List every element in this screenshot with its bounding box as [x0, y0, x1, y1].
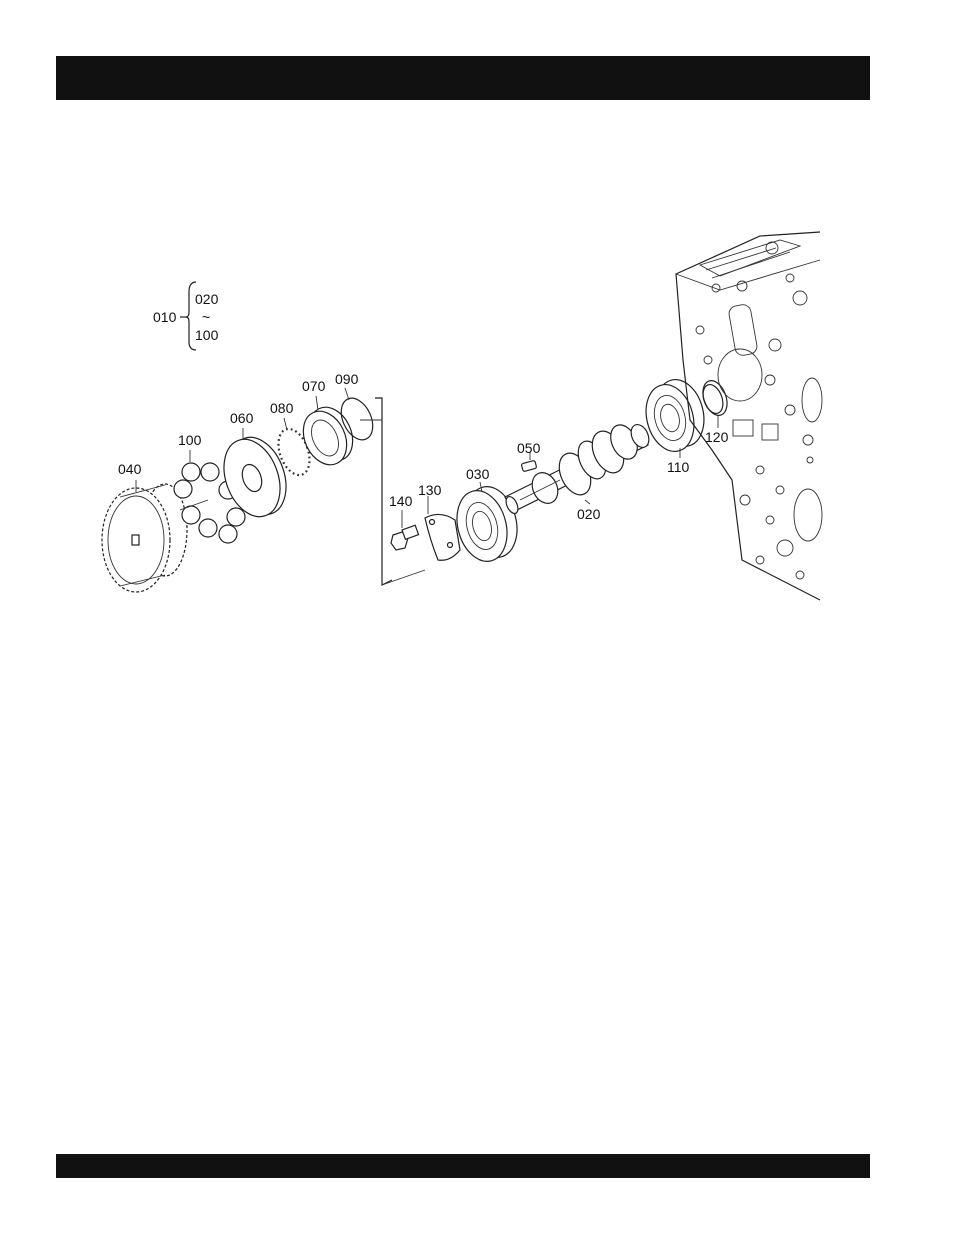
callout-060: 060: [230, 410, 254, 426]
leader-070: [316, 396, 318, 410]
callout-140: 140: [389, 493, 413, 509]
plate-060: [214, 430, 296, 525]
callout-070: 070: [302, 378, 326, 394]
callout-100: 100: [178, 432, 202, 448]
callout-040: 040: [118, 461, 142, 477]
callout-080: 080: [270, 400, 294, 416]
callout-110: 110: [667, 459, 690, 475]
bearing-070: [295, 400, 361, 472]
assembly-legend: 010 020 ~ 100: [153, 282, 219, 350]
legend-from-number: 020: [195, 291, 219, 307]
key-050: [521, 460, 537, 471]
legend-range-mark: ~: [202, 309, 210, 325]
bearing-110: [639, 374, 711, 457]
legend-assembly-number: 010: [153, 309, 177, 325]
bolt-140: [391, 525, 419, 550]
legend-to-number: 100: [195, 327, 219, 343]
leader-020: [585, 500, 590, 504]
callout-030: 030: [466, 466, 490, 482]
callout-050: 050: [517, 440, 541, 456]
plate-130: [425, 514, 460, 560]
leader-080: [284, 418, 287, 430]
callout-130: 130: [418, 482, 442, 498]
callout-120: 120: [705, 429, 729, 445]
leader-090: [345, 388, 349, 400]
gear-040: [102, 484, 187, 592]
assembly-axis-bracket: [375, 398, 392, 585]
callout-090: 090: [335, 371, 359, 387]
callout-020: 020: [577, 506, 601, 522]
footer-bar: [56, 1154, 870, 1178]
